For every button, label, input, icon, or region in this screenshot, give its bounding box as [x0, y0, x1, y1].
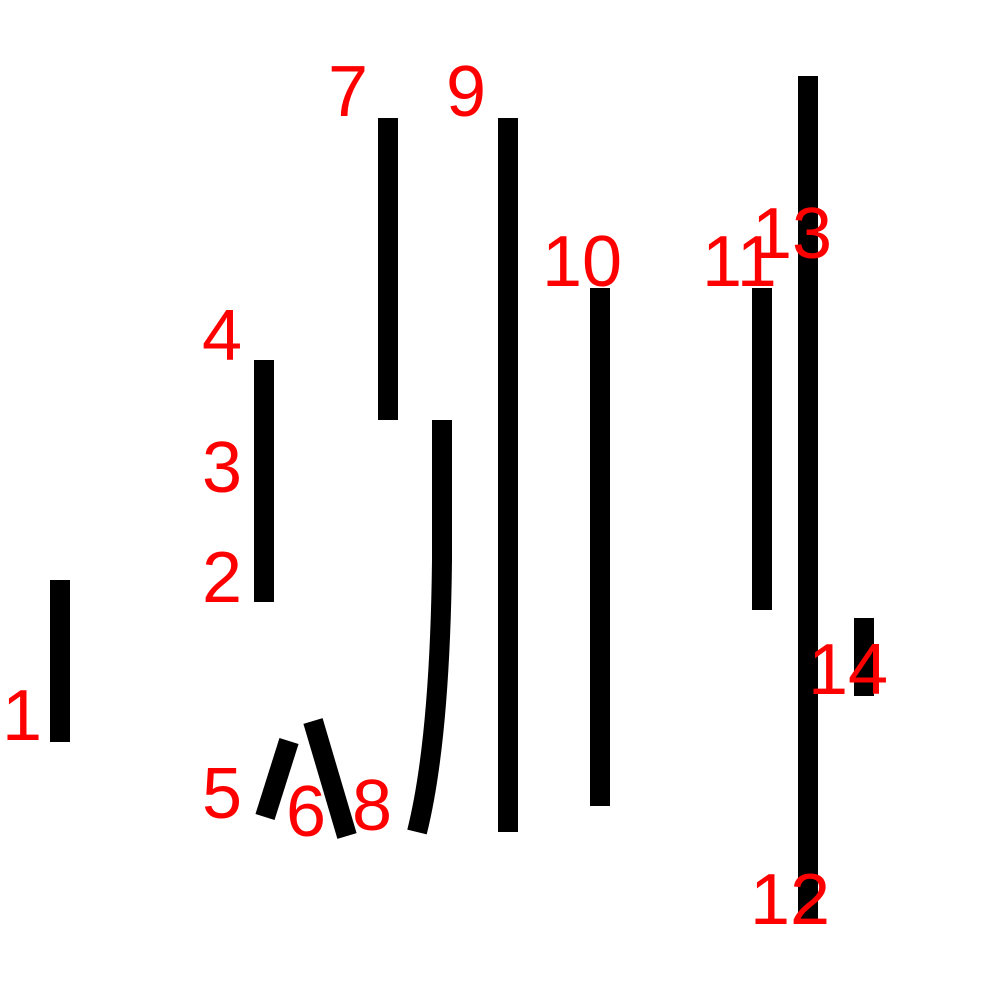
label-14: 14	[808, 630, 888, 710]
label-10: 10	[542, 222, 622, 302]
label-1: 1	[2, 676, 42, 756]
label-4: 4	[202, 296, 242, 376]
stroke-8	[407, 420, 452, 835]
label-5: 5	[202, 754, 242, 834]
label-11: 11	[702, 222, 777, 302]
label-13: 13	[752, 194, 832, 274]
label-8: 8	[352, 766, 392, 846]
label-6: 6	[286, 772, 326, 852]
label-9: 9	[446, 52, 486, 132]
stroke-5	[255, 737, 299, 821]
label-2: 2	[202, 538, 242, 618]
label-3: 3	[202, 428, 242, 508]
labels: 1 2 3 4 5 6 7 8 9 10 11 12 13 14	[2, 52, 888, 940]
strokes	[50, 76, 874, 920]
stroke-6	[303, 718, 357, 839]
label-7: 7	[328, 52, 368, 132]
label-12: 12	[750, 860, 830, 940]
